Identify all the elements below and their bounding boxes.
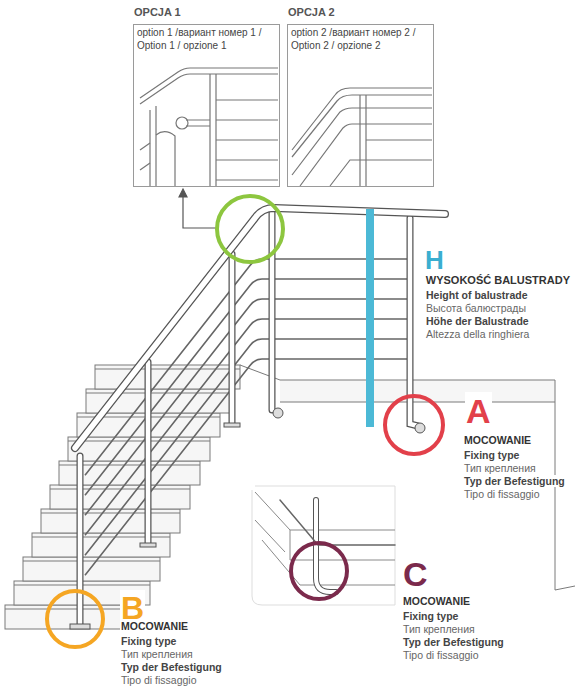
label-text: Fixing type: [402, 610, 459, 622]
label-heading: MOCOWANIE: [463, 434, 532, 446]
label-text: Height of balustrade: [425, 289, 529, 301]
option-inset-box: OPCJA 2option 2 /вариант номер 2 / Optio…: [287, 24, 434, 187]
option-heading: OPCJA 1: [134, 6, 181, 18]
label-text: Tipo di fissaggio: [402, 649, 479, 661]
option-heading: OPCJA 2: [288, 6, 335, 18]
label-text: Fixing type: [120, 635, 177, 647]
label-text: Tipo di fissaggio: [463, 488, 540, 500]
label-text: Тип крепления: [120, 648, 194, 660]
option-caption: option 2 /вариант номер 2 / Option 2 / o…: [288, 25, 433, 54]
label-text: Höhe der Balustrade: [425, 315, 530, 327]
callout-letter: H: [424, 246, 445, 276]
label-text: Typ der Befestigung: [463, 475, 566, 487]
label-text: Typ der Befestigung: [402, 636, 505, 648]
label-text: Высота балюстрады: [425, 302, 527, 314]
label-text: Тип крепления: [402, 623, 476, 635]
label-text: Tipo di fissaggio: [120, 674, 197, 686]
callout-letter: A: [465, 392, 492, 431]
label-text: Typ der Befestigung: [120, 661, 223, 673]
label-text: Тип крепления: [463, 462, 537, 474]
label-text: Fixing type: [463, 449, 520, 461]
label-text: Altezza della ringhiera: [425, 328, 530, 340]
option-inset-box: OPCJA 1option 1 /вариант номер 1 / Optio…: [133, 24, 280, 187]
label-heading: WYSOKOŚĆ BALUSTRADY: [425, 274, 571, 287]
label-heading: MOCOWANIE: [402, 595, 471, 607]
label-heading: MOCOWANIE: [120, 620, 189, 632]
callout-letter: C: [402, 555, 429, 594]
option-caption: option 1 /вариант номер 1 / Option 1 / o…: [134, 25, 279, 54]
